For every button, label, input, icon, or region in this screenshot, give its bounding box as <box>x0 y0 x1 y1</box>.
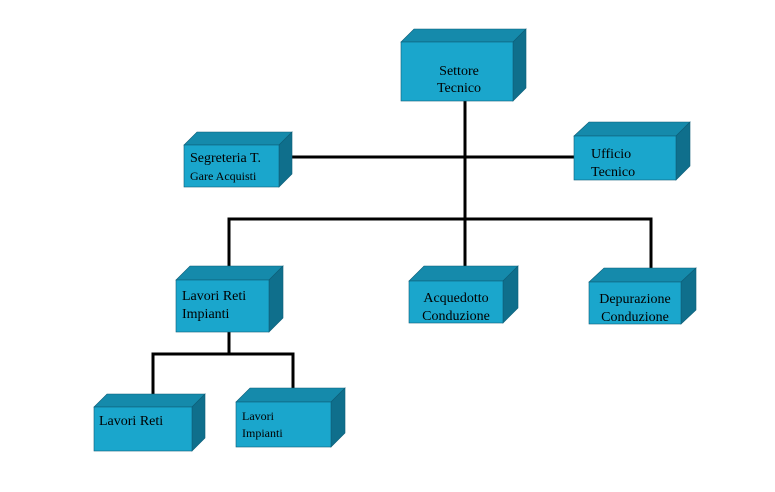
node-label-line1: Depurazione <box>599 292 671 307</box>
node-acquedotto: Acquedotto Conduzione <box>408 265 519 324</box>
node-label-line2: Impianti <box>182 307 230 322</box>
node-label-line2: Tecnico <box>591 165 635 180</box>
node-segreteria: Segreteria T. Gare Acquisti <box>183 131 293 188</box>
node-label-line1: Settore <box>439 64 479 79</box>
box-side-face <box>512 28 527 102</box>
box-front-face <box>183 144 280 188</box>
box-top-face <box>400 28 527 43</box>
box-front-face <box>175 279 270 333</box>
box-front-face <box>588 281 682 325</box>
box-front-face <box>235 401 332 448</box>
node-lavori-impianti: Lavori Impianti <box>235 387 346 448</box>
node-label-line2: Conduzione <box>601 310 669 325</box>
node-lavori-reti: Lavori Reti <box>93 393 206 452</box>
connectors <box>151 98 653 400</box>
box-front-face <box>573 135 677 181</box>
node-label-line1: Ufficio <box>591 147 631 162</box>
node-label-line1: Segreteria T. <box>190 151 261 166</box>
box-top-face <box>235 387 346 403</box>
box-top-face <box>588 267 697 283</box>
node-label-line2: Gare Acquisti <box>190 169 257 183</box>
node-label-line2: Tecnico <box>437 81 481 96</box>
box-top-face <box>573 121 691 137</box>
box-top-face <box>183 131 293 146</box>
node-label-line1: Acquedotto <box>423 291 488 306</box>
node-settore-tecnico: Settore Tecnico <box>400 28 527 102</box>
box-top-face <box>408 265 519 282</box>
node-depurazione: Depurazione Conduzione <box>588 267 697 325</box>
node-label-line2: Impianti <box>242 426 283 440</box>
box-front-face <box>400 41 514 102</box>
box-front-face <box>93 406 193 452</box>
node-label-line1: Lavori Reti <box>182 289 246 304</box>
node-lavori-reti-impianti: Lavori Reti Impianti <box>175 265 284 333</box>
box-top-face <box>93 393 206 408</box>
node-ufficio-tecnico: Ufficio Tecnico <box>573 121 691 181</box>
node-label-line1: Lavori Reti <box>99 414 163 429</box>
node-label-line1: Lavori <box>242 409 275 423</box>
node-label-line2: Conduzione <box>422 309 490 324</box>
box-front-face <box>408 280 504 324</box>
box-top-face <box>175 265 284 281</box>
